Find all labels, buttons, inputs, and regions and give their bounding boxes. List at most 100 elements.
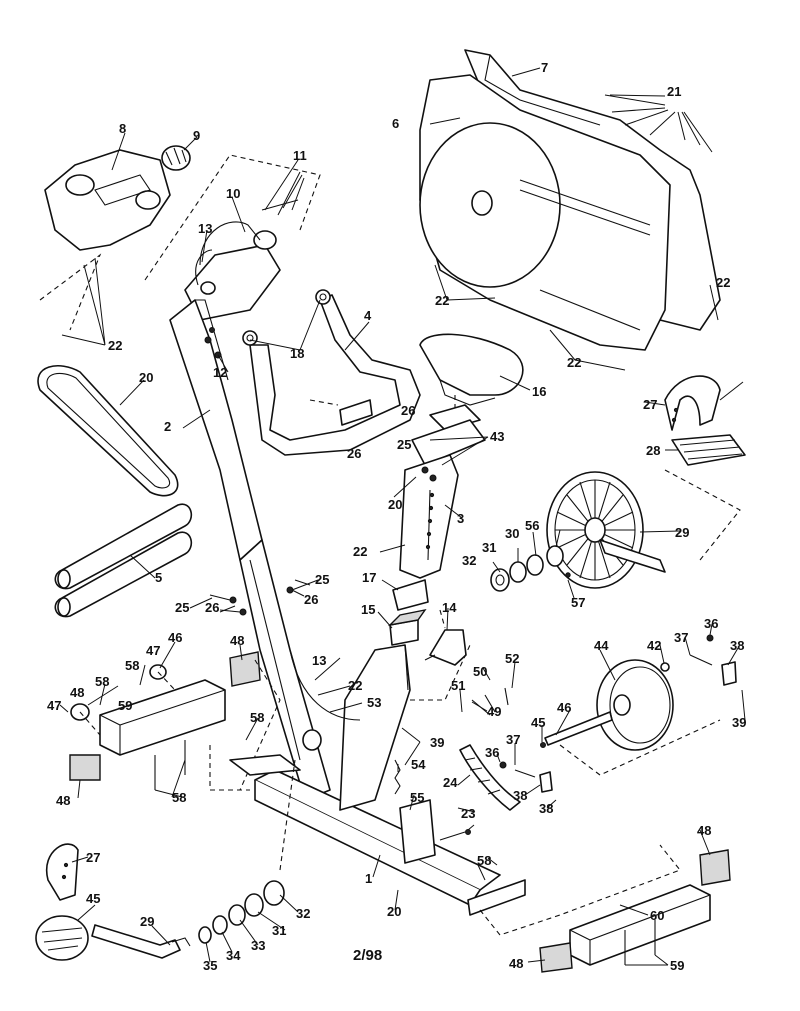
callout-59-right: 59 — [670, 958, 684, 973]
callout-10: 10 — [226, 186, 240, 201]
shroud-6 — [419, 74, 671, 351]
leveler-47 — [70, 664, 176, 736]
callout-43: 45 — [531, 715, 545, 730]
pedal-strap-27-right — [664, 375, 721, 431]
assembly-lines — [209, 644, 721, 871]
callout-7: 7 — [541, 60, 548, 75]
callout-42: 44 — [594, 638, 609, 653]
cap-15 — [387, 608, 427, 646]
callout-40: 42 — [647, 638, 661, 653]
nut-18-lower — [242, 330, 258, 346]
callout-49: 49 — [487, 704, 501, 719]
callout-15: 15 — [361, 602, 375, 617]
callout-30: 30 — [505, 526, 519, 541]
callout-52: 55 — [410, 790, 424, 805]
rear-post-frame — [339, 644, 411, 811]
callout-31-left: 31 — [272, 923, 286, 938]
end-cap-48-left — [69, 754, 101, 781]
brake-pad-24 — [459, 744, 521, 811]
nut-18-upper — [315, 289, 331, 305]
callout-21: 21 — [667, 84, 681, 99]
callout-57: 57 — [571, 595, 585, 610]
callout-5: 5 — [155, 570, 162, 585]
screws-11 — [261, 171, 305, 216]
cable-13-lower — [289, 649, 361, 721]
date-code: 2/98 — [353, 947, 382, 964]
callout-22-shroud-right: 22 — [567, 355, 581, 370]
callout-34: 34 — [226, 948, 241, 963]
callout-29-left: 29 — [140, 914, 154, 929]
hardware-37-38-40-right — [660, 634, 737, 686]
pedal-strap-27-left — [45, 843, 79, 901]
callout-39-mid: 39 — [430, 735, 444, 750]
callout-37-left: 37 — [506, 732, 520, 747]
callout-8: 8 — [119, 121, 126, 136]
callout-46-upper: 46 — [168, 630, 182, 645]
callout-47-upper: 47 — [146, 643, 160, 658]
cable-13-top — [195, 221, 261, 286]
flywheel-29 — [546, 471, 666, 589]
callout-32-right: 32 — [462, 553, 476, 568]
screw-59-left — [154, 740, 186, 790]
callout-24: 24 — [443, 775, 458, 790]
callout-28: 28 — [646, 443, 660, 458]
callout-19: 20 — [139, 370, 153, 385]
pulley-14 — [424, 609, 467, 666]
callout-20-upper: 20 — [388, 497, 402, 512]
crank-arm-29 — [91, 924, 191, 959]
callout-55: 52 — [505, 651, 519, 666]
callout-58-lower: 58 — [477, 853, 491, 868]
callout-26-left: 26 — [205, 600, 219, 615]
callout-58-left: 58 — [95, 674, 109, 689]
callout-32-left: 32 — [296, 906, 310, 921]
callout-27-right: 27 — [643, 397, 657, 412]
callout-4: 4 — [364, 308, 372, 323]
hardware-36-37-38 — [499, 742, 553, 793]
callout-17: 17 — [362, 570, 376, 585]
callout-26-right: 26 — [304, 592, 318, 607]
callout-26-upper: 26 — [401, 403, 415, 418]
callout-16: 16 — [532, 384, 546, 399]
callout-46-left: 47 — [47, 698, 61, 713]
washer-stack-left — [198, 880, 285, 944]
handlebar-4 — [249, 294, 421, 456]
callout-35: 35 — [203, 958, 217, 973]
callout-41: 43 — [490, 429, 504, 444]
bracket-52 — [399, 799, 436, 864]
callout-44: 46 — [557, 700, 571, 715]
callout-9: 9 — [193, 128, 200, 143]
callout-1: 1 — [365, 871, 372, 886]
callout-12: 12 — [213, 365, 227, 380]
callout-3: 3 — [457, 511, 464, 526]
callout-58-upper: 58 — [125, 658, 139, 673]
callout-56: 56 — [525, 518, 539, 533]
callout-45: 45 — [86, 891, 100, 906]
callout-13-lower: 13 — [312, 653, 326, 668]
stabilizer-61 — [569, 884, 711, 966]
seat-post-3 — [399, 454, 459, 579]
callout-25-right: 25 — [315, 572, 329, 587]
callout-48-left: 48 — [56, 793, 70, 808]
leader-lines — [59, 67, 746, 966]
callout-22-lower: 22 — [348, 678, 362, 693]
callout-22-shroud-left: 22 — [435, 293, 449, 308]
knob-20-upper — [421, 466, 437, 482]
callout-22-left: 22 — [108, 338, 122, 353]
bolt-23 — [439, 829, 471, 841]
callout-54: 51 — [451, 678, 465, 693]
pedal-axle-dashed — [664, 469, 741, 561]
callout-33: 33 — [251, 938, 265, 953]
callout-2: 2 — [164, 419, 171, 434]
callout-26-mid: 26 — [347, 446, 361, 461]
bracket-10 — [184, 230, 281, 321]
handlebar-clamp — [309, 399, 373, 426]
cover-17 — [392, 579, 429, 611]
seat-bracket-41 — [411, 395, 486, 466]
screws-21 — [604, 94, 713, 153]
callout-48-upper: 48 — [230, 633, 244, 648]
screw-59-right — [624, 920, 656, 965]
callout-48-bottom: 48 — [509, 956, 523, 971]
callout-6: 6 — [392, 116, 399, 131]
console-bracket-outline — [39, 154, 321, 331]
